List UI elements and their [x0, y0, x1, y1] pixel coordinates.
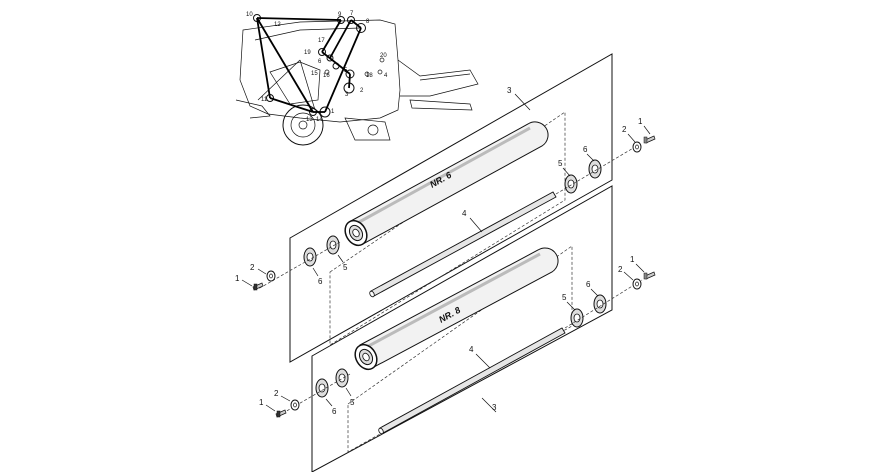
- callout-left-washer: 2: [250, 263, 255, 272]
- right-bearing-set: [555, 135, 656, 195]
- svg-text:10: 10: [246, 12, 253, 18]
- callout-left-bolt: 1: [259, 398, 264, 407]
- callout-right-washer: 2: [622, 125, 627, 134]
- roller-tube: [354, 247, 559, 371]
- svg-text:14: 14: [316, 117, 323, 123]
- svg-text:16: 16: [323, 73, 330, 79]
- svg-text:8: 8: [366, 19, 370, 25]
- roller-assembly-nr8: 3 4 5 6 2 1: [259, 185, 656, 472]
- callout-right-flange: 6: [583, 145, 588, 154]
- svg-text:2: 2: [360, 88, 364, 94]
- callout-left-bolt: 1: [235, 274, 240, 283]
- svg-text:4: 4: [384, 73, 388, 79]
- svg-text:3: 3: [345, 92, 349, 98]
- callout-left-flange: 6: [332, 407, 337, 416]
- belt-path: [256, 17, 362, 113]
- callout-shaft: 4: [469, 345, 474, 354]
- dashed-boundary: [329, 111, 566, 346]
- svg-text:9: 9: [338, 12, 342, 18]
- callout-left-flange: 6: [318, 277, 323, 286]
- baler-overview: 10 9 7 8 12 17 19 6 15 20 16 18 5 3 4 2 …: [235, 11, 479, 146]
- roller-circles: [253, 14, 385, 118]
- svg-text:11: 11: [261, 97, 268, 103]
- right-bearing-set: [564, 271, 656, 329]
- callout-right-bearing: 5: [562, 293, 567, 302]
- callout-right-bolt: 1: [638, 117, 643, 126]
- svg-text:12: 12: [274, 22, 281, 28]
- callout-left-bearing: 5: [350, 398, 355, 407]
- svg-text:15: 15: [311, 71, 318, 77]
- callout-frame: 3: [492, 403, 497, 412]
- machine-number-labels: 10 9 7 8 12 17 19 6 15 20 16 18 5 3 4 2 …: [246, 11, 388, 123]
- callout-left-washer: 2: [274, 389, 279, 398]
- callout-shaft: 4: [462, 209, 467, 218]
- roller-tube: [344, 121, 549, 247]
- callout-frame: 3: [507, 86, 512, 95]
- panel-frame: [289, 53, 613, 363]
- callout-right-washer: 2: [618, 265, 623, 274]
- svg-text:20: 20: [380, 53, 387, 59]
- callout-right-flange: 6: [586, 280, 591, 289]
- callout-right-bearing: 5: [558, 159, 563, 168]
- svg-text:6: 6: [318, 59, 322, 65]
- svg-text:1: 1: [331, 109, 335, 115]
- svg-text:19: 19: [304, 50, 311, 56]
- left-bearing-set: [275, 368, 351, 418]
- left-bearing-set: [252, 235, 341, 291]
- callout-left-bearing: 5: [343, 263, 348, 272]
- svg-text:13: 13: [306, 117, 313, 123]
- svg-text:17: 17: [318, 38, 325, 44]
- callout-right-bolt: 1: [630, 255, 635, 264]
- shaft: [369, 191, 557, 298]
- panel-frame: [311, 185, 613, 472]
- svg-text:18: 18: [366, 73, 373, 79]
- roller-assembly-nr6: 3 4 5 6: [235, 53, 656, 363]
- shaft: [378, 327, 566, 435]
- svg-text:7: 7: [350, 11, 354, 17]
- svg-text:5: 5: [344, 68, 348, 74]
